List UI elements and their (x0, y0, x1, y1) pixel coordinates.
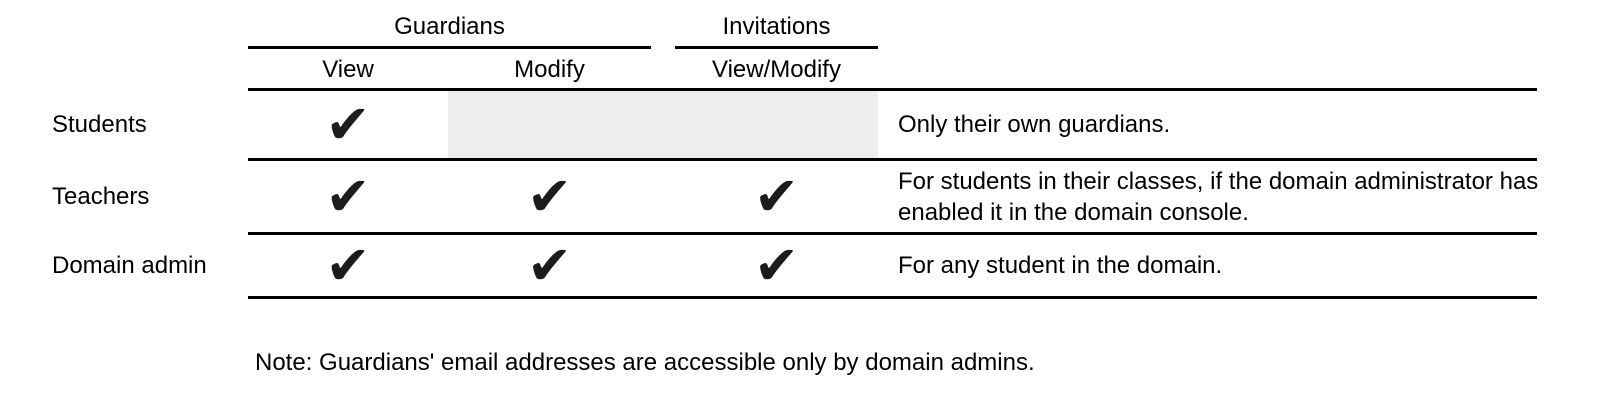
table-row-teachers: Teachers ✔ ✔ ✔ For students in their cla… (0, 161, 1600, 232)
check-icon: ✔ (526, 233, 573, 297)
row-note: For students in their classes, if the do… (898, 167, 1539, 226)
column-group-guardians-label: Guardians (394, 13, 505, 40)
table-bottom-rule (248, 296, 1537, 299)
check-icon (448, 91, 651, 158)
column-header-view: View (322, 56, 374, 83)
row-label: Students (52, 110, 147, 138)
row-label: Domain admin (52, 251, 207, 279)
check-icon: ✔ (753, 233, 800, 297)
header-bottom-rule (248, 88, 1537, 91)
column-group-invitations-label: Invitations (722, 13, 831, 40)
check-icon: ✔ (325, 233, 371, 297)
check-icon (675, 91, 878, 158)
check-icon: ✔ (325, 92, 371, 156)
invitations-underline (675, 46, 878, 49)
row-note: Only their own guardians. (898, 111, 1171, 138)
column-header-view-modify: View/Modify (712, 56, 841, 83)
row-note: For any student in the domain. (898, 252, 1223, 279)
disabled-cells-block (448, 91, 878, 158)
footnote: Note: Guardians' email addresses are acc… (255, 349, 1035, 376)
row-separator-rule (248, 158, 1537, 161)
table-row-students: Students ✔ Only their own guardians. (0, 91, 1600, 158)
row-separator-rule (248, 232, 1537, 235)
table-row-domain-admin: Domain admin ✔ ✔ ✔ For any student in th… (0, 235, 1600, 296)
check-icon: ✔ (753, 164, 800, 228)
check-icon: ✔ (526, 164, 573, 228)
column-header-modify: Modify (514, 56, 585, 83)
check-icon: ✔ (325, 164, 371, 228)
guardians-underline (248, 46, 651, 49)
row-label: Teachers (52, 182, 150, 210)
